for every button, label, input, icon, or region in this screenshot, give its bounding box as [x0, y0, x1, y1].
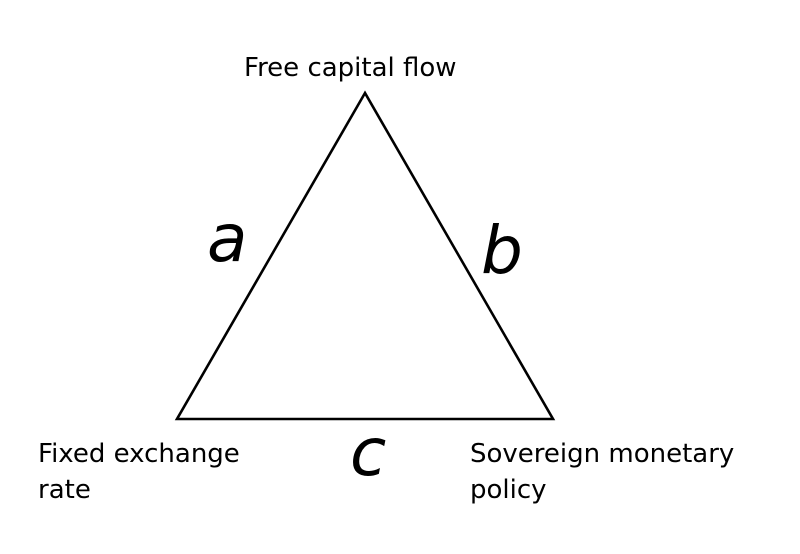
vertex-label-free-capital-flow: Free capital flow [244, 50, 457, 86]
vertex-label-line: Sovereign monetary [470, 439, 735, 469]
vertex-label-line: policy [470, 475, 547, 505]
vertex-label-line: Fixed exchange [38, 439, 240, 469]
edge-label-a: a [207, 200, 248, 277]
vertex-label-sovereign-monetary-policy: Sovereign monetary policy [470, 436, 734, 508]
edge-label-b: b [481, 212, 523, 289]
triangle [174, 90, 556, 421]
edge-label-c: c [350, 414, 387, 491]
vertex-label-line: rate [38, 475, 91, 505]
vertex-label-fixed-exchange-rate: Fixed exchange rate [38, 436, 240, 508]
vertex-label-line: Free capital flow [244, 53, 457, 83]
